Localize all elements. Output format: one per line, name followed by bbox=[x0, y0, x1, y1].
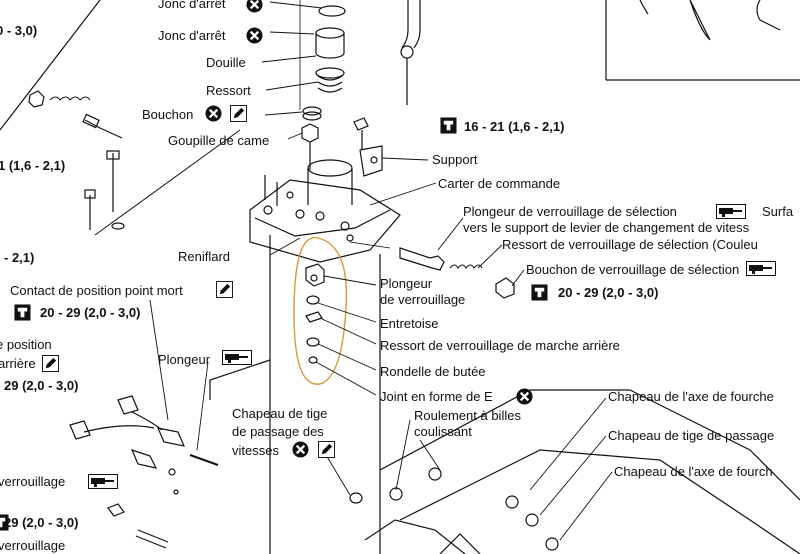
label-plongeur-selection: Plongeur de verrouillage de sélection bbox=[463, 204, 677, 219]
torque-wrench-icon bbox=[440, 117, 457, 134]
grease-gun-icon bbox=[746, 261, 776, 276]
sealant-pencil-icon bbox=[216, 281, 233, 298]
grease-gun-icon bbox=[222, 350, 252, 365]
label-reniflard: Reniflard bbox=[178, 249, 231, 264]
selection-plunger bbox=[399, 247, 515, 299]
label-position-cut-1: e position bbox=[0, 337, 52, 352]
sealant-pencil-icon bbox=[230, 105, 247, 122]
label-bouchon: Bouchon bbox=[142, 107, 194, 122]
support-bracket bbox=[353, 117, 383, 177]
sealant-pencil-icon bbox=[318, 441, 335, 458]
label-roulement-l1: Roulement à billes bbox=[414, 408, 521, 423]
sealant-pencil-icon bbox=[42, 355, 59, 372]
x-circle-icon bbox=[205, 105, 222, 122]
label-rondelle-butee: Rondelle de butée bbox=[380, 364, 486, 379]
x-circle-icon bbox=[246, 0, 263, 13]
label-plongeur-verr-l1: Plongeur bbox=[380, 276, 433, 291]
control-rod bbox=[299, 0, 421, 110]
torque-wrench-icon bbox=[0, 514, 9, 531]
label-chapeau-tige-l2: de passage des bbox=[232, 424, 324, 439]
guide-line bbox=[94, 129, 241, 236]
label-chapeau-tige-passage: Chapeau de tige de passage bbox=[608, 428, 775, 443]
neutral-switch bbox=[69, 395, 219, 549]
torque-wrench-icon bbox=[531, 284, 548, 301]
highlight-outline bbox=[293, 236, 348, 385]
torque-29-left: 29 (2,0 - 3,0) bbox=[4, 378, 79, 393]
left-bolts bbox=[28, 90, 125, 230]
label-surface-cut: Surfa bbox=[762, 204, 794, 219]
label-support: Support bbox=[432, 152, 478, 167]
label-jonc-arret-1: Jonc d'arrêt bbox=[158, 0, 226, 11]
top-parts-stack bbox=[301, 5, 346, 170]
label-verrouillage-cut-2: verrouillage bbox=[0, 538, 66, 553]
label-verrouillage-cut-1: verrouillage bbox=[0, 474, 66, 489]
shift-fork-fragment bbox=[639, 0, 781, 41]
border-line bbox=[0, 0, 101, 131]
label-goupille-came: Goupille de came bbox=[168, 133, 270, 148]
label-chapeau-axe-2: Chapeau de l'axe de fourch bbox=[614, 464, 773, 479]
torque-wrench-icon bbox=[14, 304, 31, 321]
grease-gun-icon bbox=[716, 204, 746, 219]
x-circle-icon bbox=[516, 388, 533, 405]
x-circle-icon bbox=[246, 27, 263, 44]
label-plongeur-verr-l2: de verrouillage bbox=[380, 292, 466, 307]
torque-top-left: 0 - 3,0) bbox=[0, 23, 38, 38]
lower-frame bbox=[209, 235, 800, 554]
label-ressort-selection: Ressort de verrouillage de sélection (Co… bbox=[502, 237, 758, 252]
label-chapeau-axe-1: Chapeau de l'axe de fourche bbox=[608, 389, 774, 404]
torque-left-1: 1 (1,6 - 2,1) bbox=[0, 158, 66, 173]
lock-plunger-stack bbox=[305, 263, 325, 364]
label-joint-e: Joint en forme de E bbox=[380, 389, 493, 404]
leader-lines bbox=[149, 1, 613, 541]
label-jonc-arret-2: Jonc d'arrêt bbox=[158, 28, 226, 43]
label-ressort: Ressort bbox=[206, 83, 251, 98]
torque-20-29-left: 20 - 29 (2,0 - 3,0) bbox=[40, 305, 141, 320]
label-vers-support: vers le support de levier de changement … bbox=[463, 220, 750, 235]
label-entretoise: Entretoise bbox=[380, 316, 439, 331]
label-position-cut-2: arrière bbox=[0, 356, 36, 371]
label-roulement-l2: coulissant bbox=[414, 424, 472, 439]
torque-29-bottom: 29 (2,0 - 3,0) bbox=[4, 515, 79, 530]
torque-left-2: - 2,1) bbox=[4, 250, 35, 265]
torque-20-29-right: 20 - 29 (2,0 - 3,0) bbox=[558, 285, 659, 300]
x-circle-icon bbox=[292, 441, 309, 458]
lower-caps bbox=[349, 467, 559, 551]
label-douille: Douille bbox=[206, 55, 246, 70]
grease-gun-icon bbox=[88, 474, 118, 489]
label-chapeau-tige-l3: vitesses bbox=[232, 443, 279, 458]
control-housing bbox=[249, 159, 401, 263]
torque-16-21: 16 - 21 (1,6 - 2,1) bbox=[464, 119, 565, 134]
label-contact-point-mort: Contact de position point mort bbox=[10, 283, 183, 298]
label-ressort-marche-arriere: Ressort de verrouillage de marche arrièr… bbox=[380, 338, 620, 353]
label-carter-commande: Carter de commande bbox=[438, 176, 561, 191]
label-chapeau-tige-l1: Chapeau de tige bbox=[232, 406, 328, 421]
label-bouchon-selection: Bouchon de verrouillage de sélection bbox=[526, 262, 740, 277]
label-plongeur: Plongeur bbox=[158, 352, 211, 367]
